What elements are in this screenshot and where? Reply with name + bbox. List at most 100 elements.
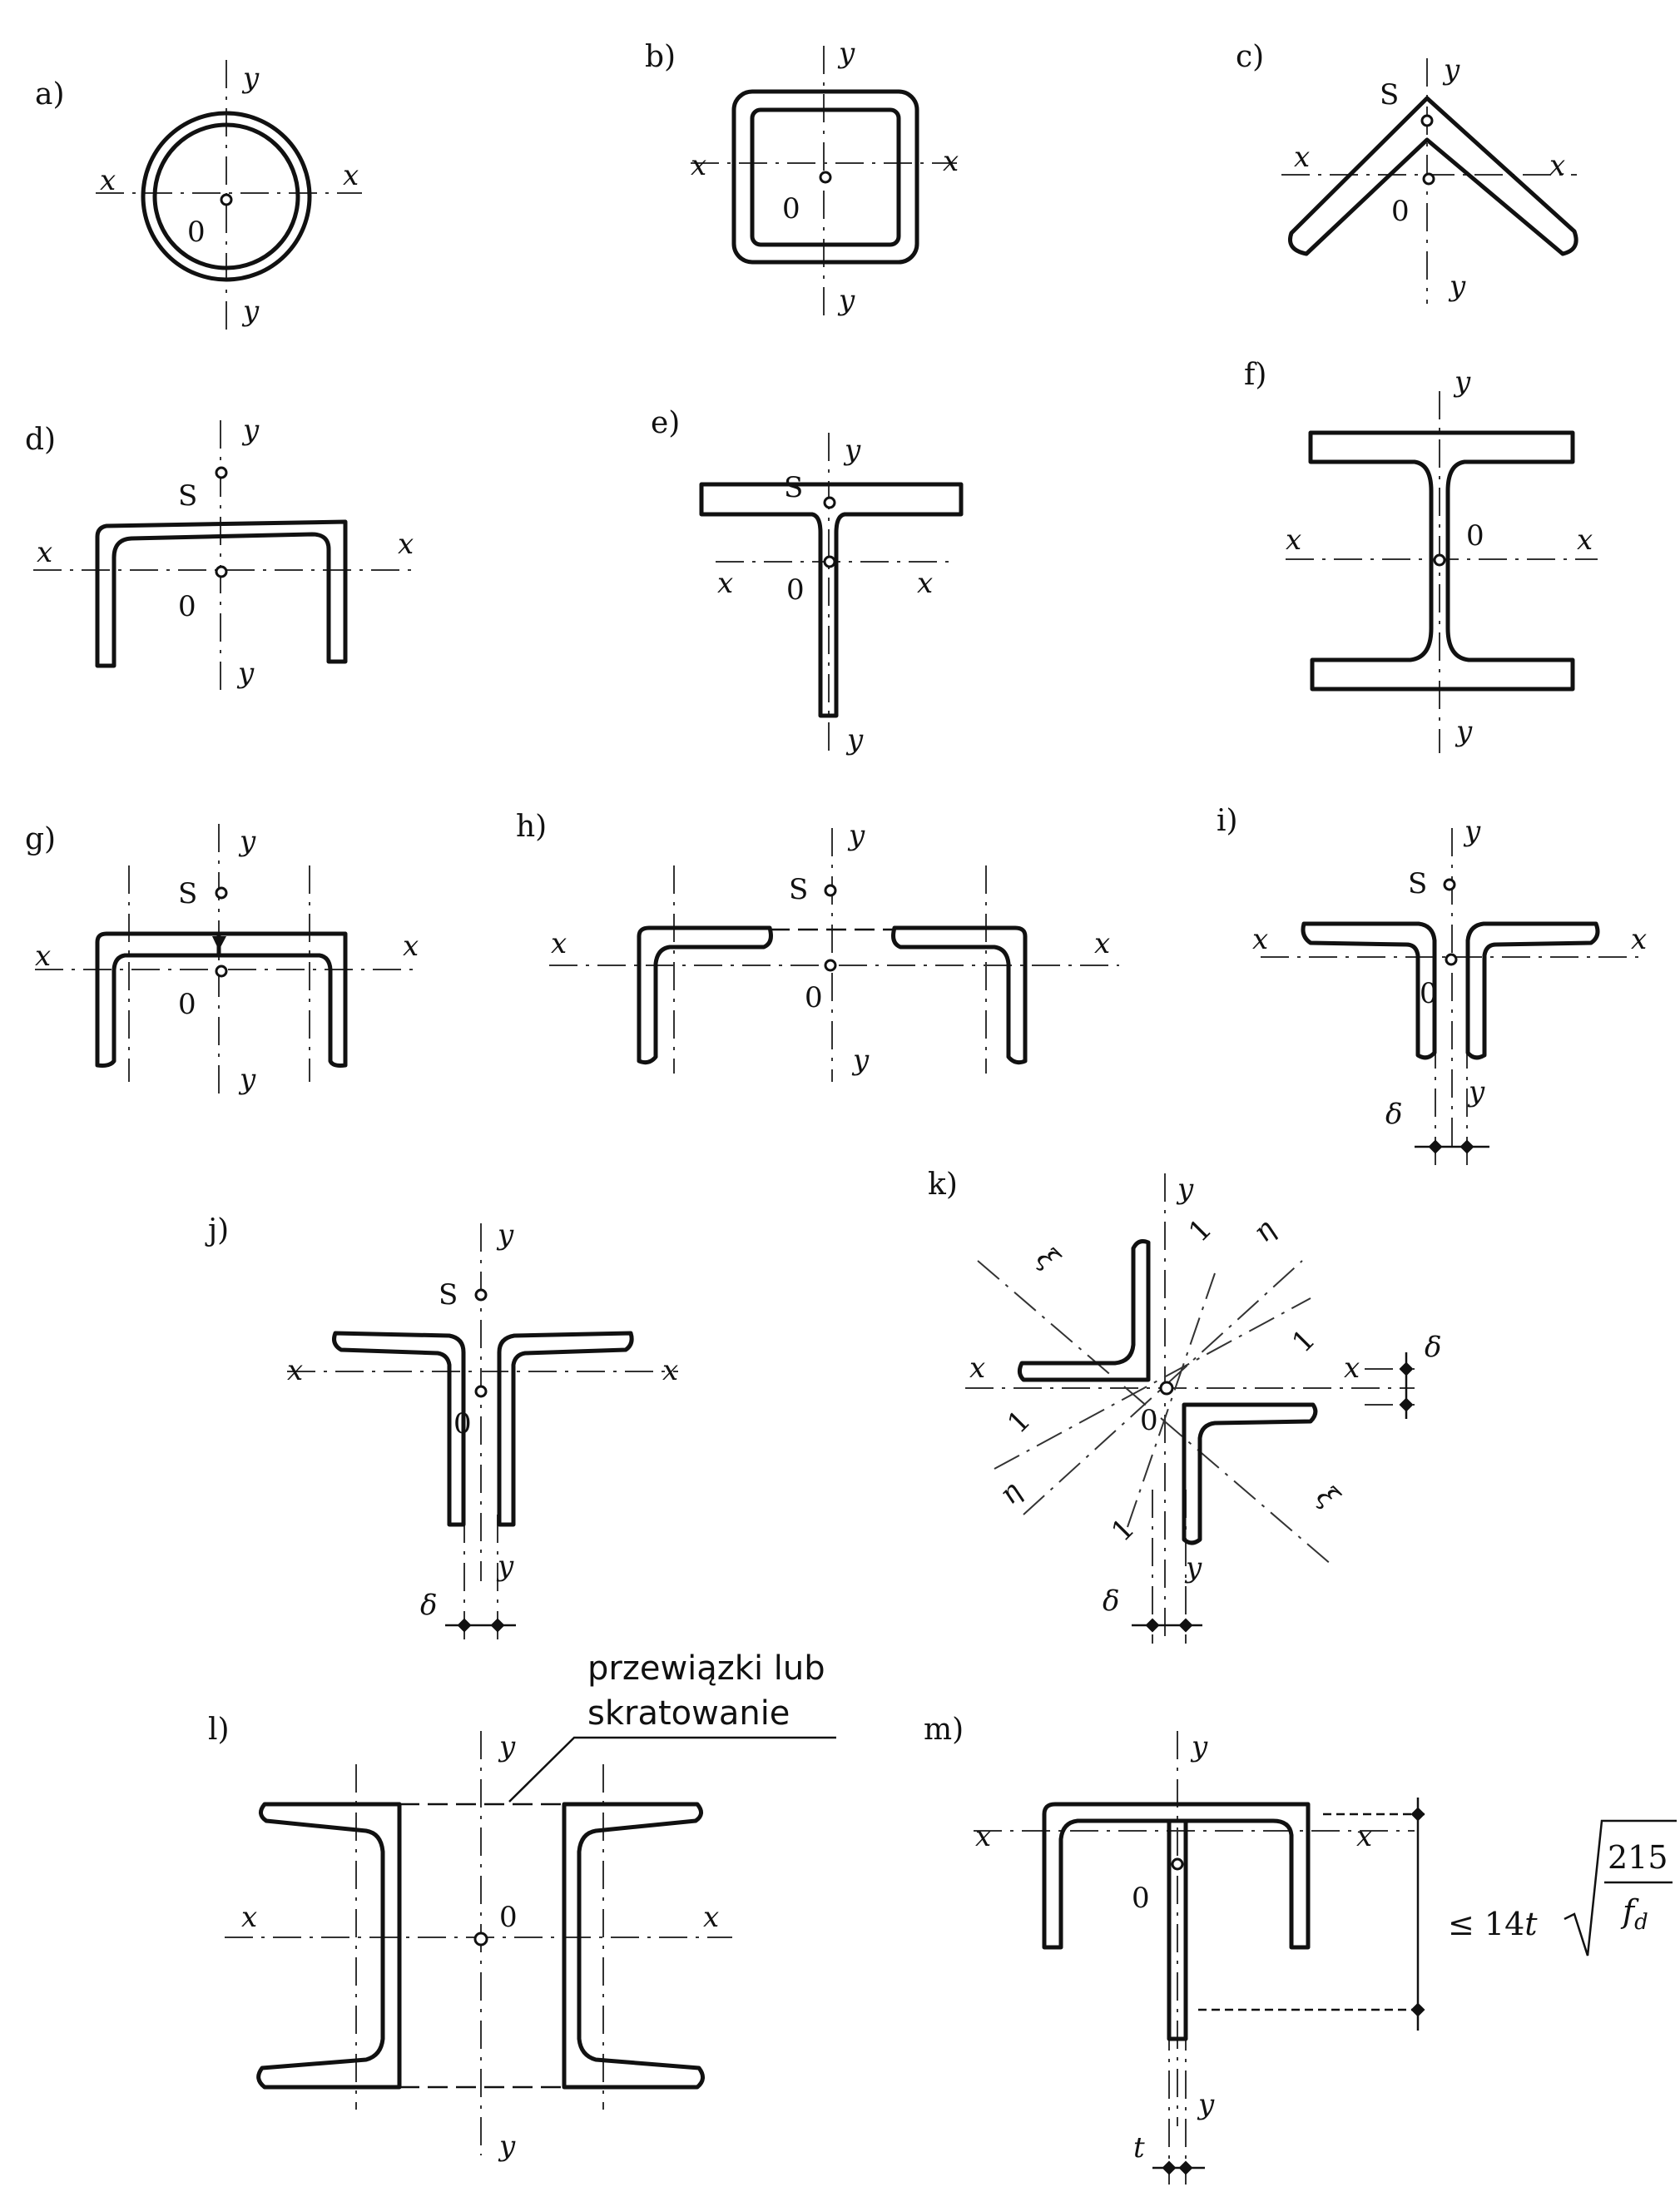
x-label-left: x	[100, 164, 116, 197]
y-label-top: y	[1190, 1730, 1208, 1763]
plate-outline	[1167, 1818, 1188, 2041]
y-label-top: y	[1442, 53, 1460, 87]
x-label-left: x	[1286, 523, 1301, 557]
channel-outline	[1042, 1802, 1311, 1950]
origin-label: 0	[786, 573, 805, 607]
panel-label-j: j)	[205, 1213, 229, 1247]
origin-point	[220, 193, 233, 206]
y-label-top: y	[1453, 365, 1471, 399]
rhs-outer	[731, 89, 919, 265]
weld-mark	[212, 936, 226, 950]
dim-tick	[1399, 1361, 1414, 1376]
y-label-bottom: y	[1184, 1551, 1202, 1584]
y-label-bottom: y	[1448, 270, 1466, 303]
sqrt-sign	[1564, 1819, 1677, 1956]
delta-label-right: δ	[1425, 1331, 1441, 1364]
panel-c: c) S 0 x x y y	[1236, 40, 1578, 304]
origin-label: 0	[1420, 977, 1438, 1010]
origin-label: 0	[782, 192, 800, 226]
angle-right	[216, 931, 348, 1068]
panel-i: i) S 0 x x y y δ	[1217, 804, 1647, 1165]
dim-tick	[1410, 1807, 1425, 1822]
dim-tick	[1399, 1397, 1414, 1412]
panel-label-d: d)	[25, 423, 56, 457]
y-label-bottom: y	[1455, 715, 1473, 748]
dim-tick	[457, 1618, 472, 1633]
xi-axis	[977, 1260, 1332, 1565]
panel-e: e) S 0 x x y y	[651, 406, 964, 756]
panel-d: d) S 0 x x y y	[25, 414, 416, 695]
angle-left	[332, 1331, 466, 1527]
shear-center-point	[215, 886, 228, 900]
shear-center-label: S	[784, 471, 803, 504]
panel-label-m: m)	[924, 1713, 964, 1747]
tube-outer	[141, 111, 312, 282]
dim-tick	[1410, 2002, 1425, 2017]
channel-left	[256, 1802, 402, 2090]
ibeam-outline	[1308, 430, 1575, 692]
xi-label-top: ξ	[1030, 1242, 1066, 1277]
panel-m: m) 0 x x y y ≤ 14t 215 fd t	[924, 1713, 1677, 2185]
y-label-bottom: y	[241, 295, 260, 328]
panel-label-k: k)	[928, 1168, 958, 1202]
origin-point	[215, 965, 228, 978]
angle-left	[95, 931, 221, 1068]
x-label-left: x	[241, 1901, 257, 1934]
shear-center-point	[823, 496, 836, 509]
y-label-top: y	[496, 1218, 514, 1252]
x-label-right: x	[917, 567, 933, 600]
dim-tick	[490, 1618, 505, 1633]
x-label-right: x	[1344, 1351, 1360, 1385]
x-label-right: x	[398, 528, 414, 561]
origin-label: 0	[187, 216, 206, 249]
y-label-top: y	[241, 62, 260, 95]
x-label-right: x	[403, 930, 419, 963]
x-label-right: x	[1356, 1820, 1372, 1853]
origin-point	[1445, 953, 1458, 966]
x-label-right: x	[1549, 149, 1565, 182]
x-label-left: x	[1294, 141, 1310, 174]
panel-f: f) 0 x x y y	[1244, 358, 1598, 753]
origin-point	[474, 1385, 488, 1398]
eta-axis	[1023, 1260, 1303, 1515]
panel-label-h: h)	[516, 810, 547, 844]
formula-numerator: 215	[1608, 1839, 1668, 1876]
x-label-left: x	[691, 149, 706, 182]
x-label-left: x	[975, 1820, 991, 1853]
annotation-line-2: skratowanie	[587, 1694, 790, 1733]
origin-point	[819, 171, 832, 184]
panel-label-f: f)	[1244, 358, 1266, 392]
y-label-bottom: y	[498, 2130, 516, 2163]
one-label-top: 1	[1182, 1213, 1219, 1249]
one-axis-a	[994, 1297, 1311, 1470]
shear-center-point	[1443, 878, 1456, 891]
x-label-right: x	[703, 1901, 719, 1934]
origin-label: 0	[178, 590, 196, 623]
x-label-left: x	[969, 1351, 985, 1385]
x-label-left: x	[287, 1354, 303, 1387]
eta-label-top: η	[1246, 1213, 1282, 1248]
x-label-right: x	[1094, 927, 1110, 960]
dim-tick	[1162, 2160, 1177, 2175]
panel-k: k) 0 x x y y ξ ξ η η 1 1 1 1 δ δ	[928, 1168, 1441, 1644]
shear-center-label: S	[1408, 867, 1427, 900]
panel-label-e: e)	[651, 406, 680, 440]
x-label-right: x	[343, 159, 359, 192]
origin-point	[1159, 1381, 1174, 1396]
angle-right	[1465, 921, 1600, 1060]
origin-label: 0	[1140, 1404, 1158, 1437]
delta-label: δ	[420, 1589, 437, 1622]
origin-point	[1433, 553, 1446, 567]
y-label-top: y	[847, 819, 865, 852]
dim-tick	[1145, 1618, 1160, 1633]
y-label-bottom: y	[1467, 1075, 1485, 1108]
shear-center-point	[824, 884, 837, 897]
one-axis-b	[1127, 1272, 1216, 1528]
shear-center-label: S	[789, 873, 808, 906]
channel-right	[562, 1802, 705, 2090]
panel-b: b) x x y y 0	[645, 37, 959, 317]
dim-tick	[1178, 1618, 1193, 1633]
y-label-bottom: y	[496, 1550, 514, 1583]
angle-left	[1301, 921, 1437, 1060]
